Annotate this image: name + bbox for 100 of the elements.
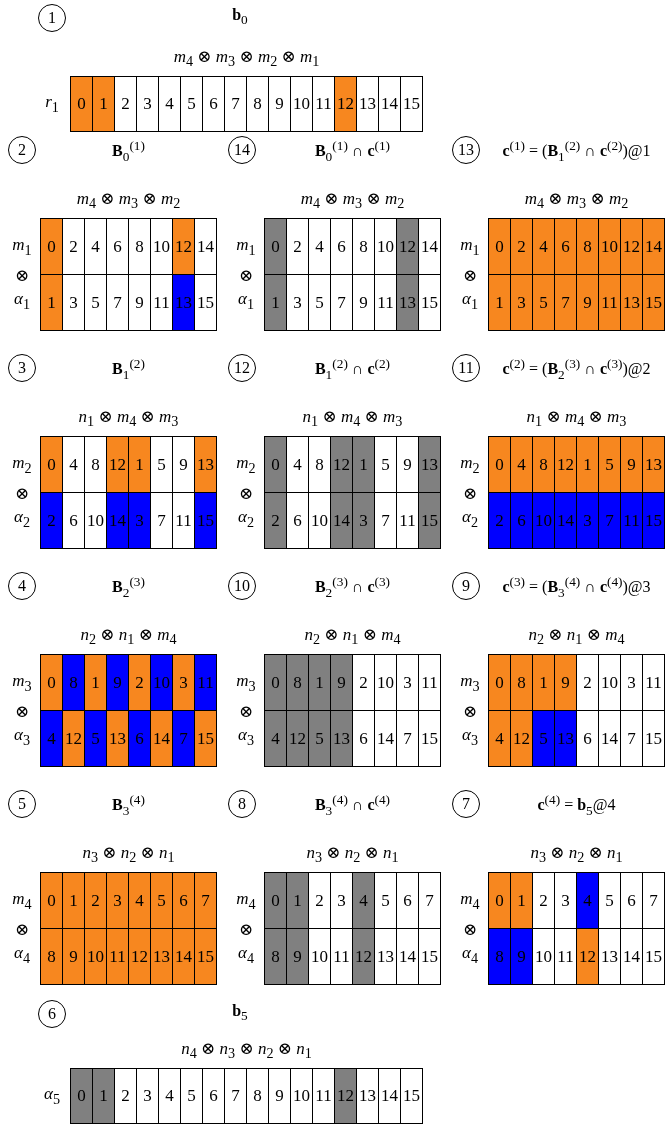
grid-cell: 3 (576, 492, 599, 549)
row-label: m$_{3}$ (12, 670, 32, 695)
grid-cell: 2 (114, 1068, 137, 1124)
grid-cell: 1 (40, 274, 63, 331)
grid-cell: 4 (158, 1068, 181, 1124)
grid-cell: 9 (268, 76, 291, 132)
grid-cell: 14 (172, 928, 195, 985)
grid-cell: 11 (642, 654, 665, 711)
grid-cell: 2 (488, 492, 511, 549)
tensor-product-label: n$_{2}$ ⊗ n$_{1}$ ⊗ m$_{4}$ (80, 624, 177, 649)
grid-cell: 5 (180, 76, 203, 132)
grid-cell: 7 (554, 274, 577, 331)
grid-cell: 13 (150, 928, 173, 985)
grid-cell: 15 (400, 76, 423, 132)
grid-cell: 6 (202, 1068, 225, 1124)
grid-cell: 14 (106, 492, 129, 549)
tensor-product-label: n$_{2}$ ⊗ n$_{1}$ ⊗ m$_{4}$ (304, 624, 401, 649)
panel-title: c$^{(3)}$ = (B$_{3}$$^{(4)}$ ∩ c$^{(4)}$)@3 (502, 574, 651, 601)
grid-cell: 7 (224, 1068, 247, 1124)
grid-cell: 9 (576, 274, 599, 331)
grid-cell: 2 (114, 76, 137, 132)
grid-cell: 4 (40, 710, 63, 767)
grid-cell: 10 (532, 492, 555, 549)
panel-title: b$_{0}$ (232, 6, 248, 29)
panel-title: B$_{0}$$^{(1)}$ ∩ c$^{(1)}$ (314, 138, 391, 165)
grid-cell: 1 (264, 274, 287, 331)
grid-cell: 14 (150, 710, 173, 767)
grid-cell: 14 (554, 492, 577, 549)
grid-cell: 5 (180, 1068, 203, 1124)
row-label: α$_{4}$ (238, 942, 254, 967)
row-label: ⊗ (462, 700, 478, 721)
grid-cell: 11 (312, 1068, 335, 1124)
row-label: α$_{1}$ (462, 288, 478, 313)
grid-cell: 13 (620, 274, 643, 331)
row-label: ⊗ (14, 264, 30, 285)
grid-cell: 6 (510, 492, 533, 549)
grid-cell: 14 (642, 218, 665, 275)
tensor-product-label: m$_{4}$ ⊗ m$_{3}$ ⊗ m$_{2}$ (524, 188, 629, 213)
row-label: α$_{3}$ (238, 724, 254, 749)
row-label: α$_{3}$ (14, 724, 30, 749)
grid-cell: 13 (642, 436, 665, 493)
row-label: α$_{4}$ (462, 942, 478, 967)
grid-cell: 11 (418, 654, 441, 711)
row-label: m$_{1}$ (12, 234, 32, 259)
grid-cell: 6 (128, 710, 151, 767)
row-label: ⊗ (238, 264, 254, 285)
tensor-product-label: n$_{3}$ ⊗ n$_{2}$ ⊗ n$_{1}$ (530, 842, 623, 867)
grid-cell: 8 (264, 928, 287, 985)
grid-cell: 15 (642, 710, 665, 767)
grid-cell: 13 (554, 710, 577, 767)
row-label: α$_{1}$ (238, 288, 254, 313)
grid-cell: 14 (418, 218, 441, 275)
grid-cell: 10 (84, 928, 107, 985)
tensor-product-label: n$_{1}$ ⊗ m$_{4}$ ⊗ m$_{3}$ (78, 406, 179, 431)
tensor-product-label: m$_{4}$ ⊗ m$_{3}$ ⊗ m$_{2}$ (300, 188, 405, 213)
row-label: ⊗ (238, 700, 254, 721)
grid-cell: 3 (136, 1068, 159, 1124)
grid-cell: 14 (330, 492, 353, 549)
grid-cell: 3 (136, 76, 159, 132)
grid-cell: 15 (642, 274, 665, 331)
row-label: m$_{3}$ (460, 670, 480, 695)
grid-cell: 1 (488, 274, 511, 331)
row-label: ⊗ (14, 918, 30, 939)
grid-cell: 7 (172, 710, 195, 767)
grid-cell: 14 (194, 218, 217, 275)
row-label: m$_{2}$ (460, 452, 480, 477)
grid-cell: 3 (128, 492, 151, 549)
grid-cell: 8 (40, 928, 63, 985)
grid-cell: 13 (172, 274, 195, 331)
grid-cell: 3 (510, 274, 533, 331)
grid-cell: 15 (400, 1068, 423, 1124)
grid-cell: 15 (418, 274, 441, 331)
tensor-product-label: m$_{4}$ ⊗ m$_{3}$ ⊗ m$_{2}$ (76, 188, 181, 213)
row-label: α$_{2}$ (14, 506, 30, 531)
panel-title: B$_{2}$$^{(3)}$ ∩ c$^{(3)}$ (314, 574, 391, 601)
row-label: ⊗ (238, 918, 254, 939)
grid-cell: 0 (70, 1068, 93, 1124)
row-label: α$_{2}$ (462, 506, 478, 531)
tensor-product-label: n$_{4}$ ⊗ n$_{3}$ ⊗ n$_{2}$ ⊗ n$_{1}$ (181, 1038, 312, 1063)
grid-cell: 13 (106, 710, 129, 767)
grid-cell: 9 (510, 928, 533, 985)
grid-cell: 4 (264, 710, 287, 767)
grid-cell: 10 (290, 76, 313, 132)
grid-cell: 15 (194, 928, 217, 985)
row-label: m$_{2}$ (12, 452, 32, 477)
grid-cell: 0 (70, 76, 93, 132)
panel-title: c$^{(2)}$ = (B$_{2}$$^{(3)}$ ∩ c$^{(3)}$)@2 (502, 356, 651, 383)
panel-title: c$^{(4)}$ = b$_{5}$@4 (537, 792, 616, 819)
grid-cell: 12 (352, 928, 375, 985)
grid-cell: 8 (488, 928, 511, 985)
grid-cell: 4 (488, 710, 511, 767)
grid-cell: 13 (194, 436, 217, 493)
grid-cell: 11 (312, 76, 335, 132)
tensor-product-label: n$_{1}$ ⊗ m$_{4}$ ⊗ m$_{3}$ (526, 406, 627, 431)
grid-cell: 4 (158, 76, 181, 132)
grid-cell: 12 (128, 928, 151, 985)
grid-cell: 6 (202, 76, 225, 132)
grid-cell: 11 (620, 492, 643, 549)
grid-cell: 13 (330, 710, 353, 767)
tensor-product-label: n$_{3}$ ⊗ n$_{2}$ ⊗ n$_{1}$ (82, 842, 175, 867)
